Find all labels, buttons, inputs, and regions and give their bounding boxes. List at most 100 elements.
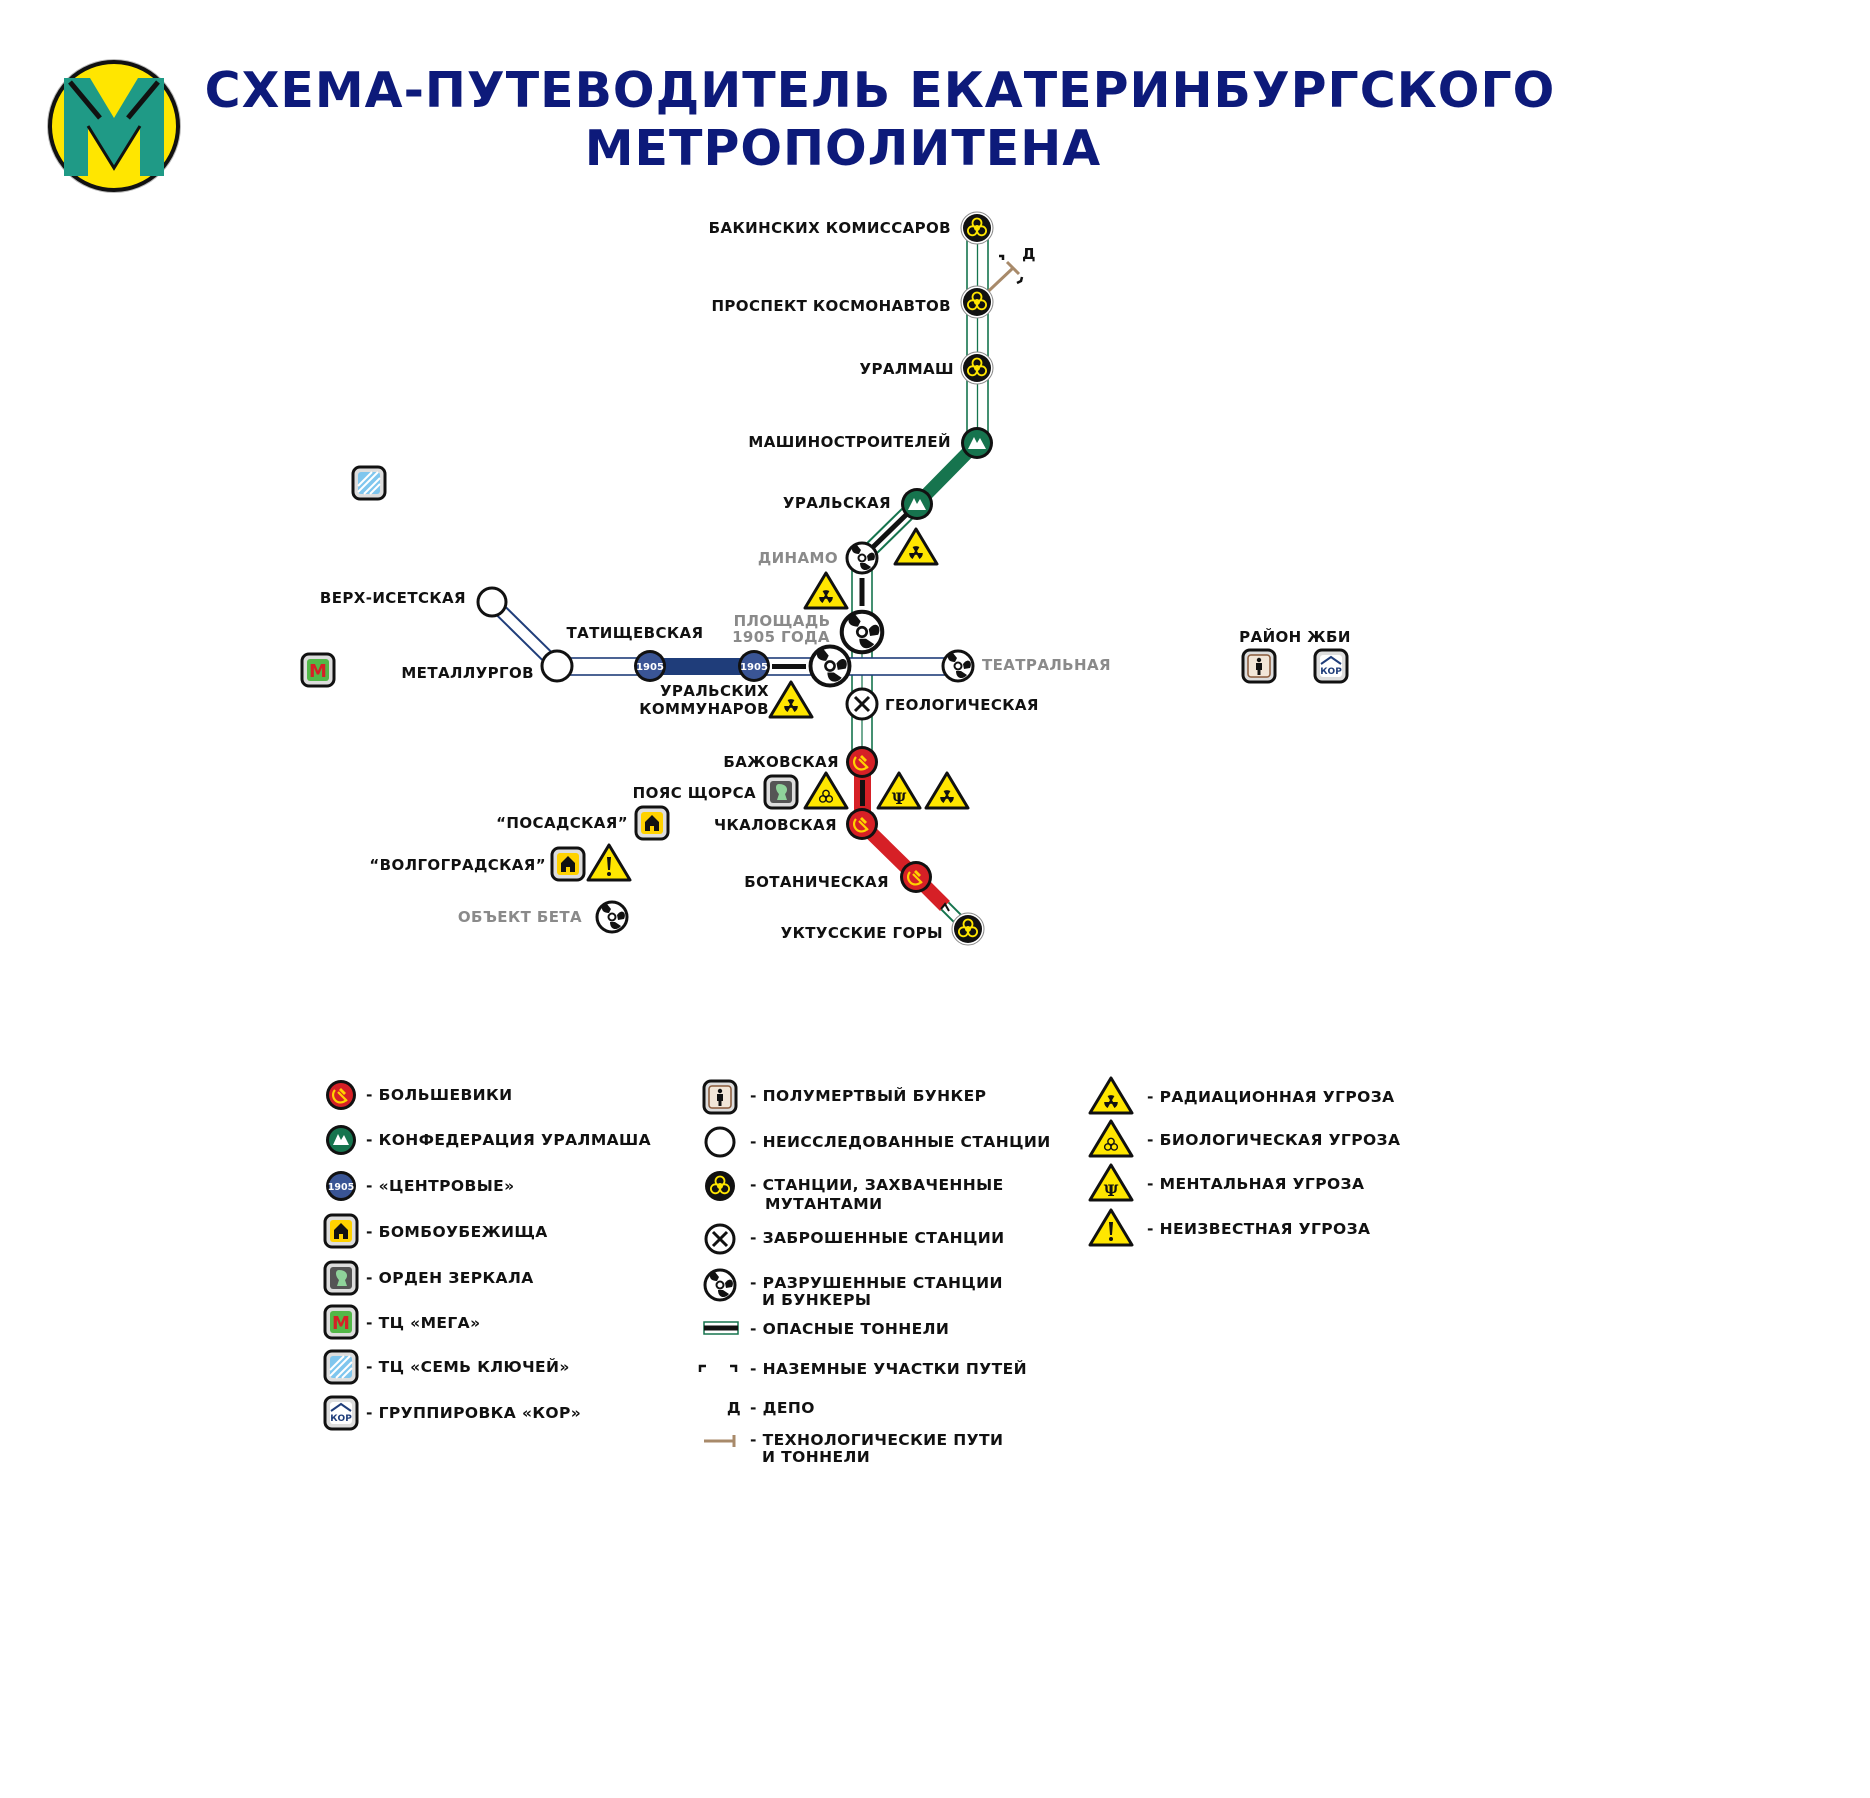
label-uralskih-line-1: УРАЛЬСКИХ <box>660 682 769 700</box>
legend-unknown: - НЕИЗВЕСТНАЯ УГРОЗА <box>1147 1220 1370 1238</box>
radiation-hazard-icon <box>803 571 849 610</box>
svg-text:M: M <box>332 1313 350 1334</box>
legend-radiation: - РАДИАЦИОННАЯ УГРОЗА <box>1147 1088 1395 1106</box>
legend-mirror-order-icon <box>323 1260 359 1296</box>
station-dinamo-ruin-icon[interactable] <box>845 541 879 575</box>
label-uralmash: УРАЛМАШ <box>860 360 955 378</box>
legend-bunker-icon <box>702 1079 738 1115</box>
svg-text:M: M <box>309 661 327 682</box>
station-ploshad-ruin-icon[interactable] <box>842 612 883 653</box>
label-ploshad-line-2: 1905 ГОДА <box>732 628 830 646</box>
legend-mega: - ТЦ «МЕГА» <box>366 1314 481 1332</box>
label-posadskaya: “ПОСАДСКАЯ” <box>496 814 628 832</box>
psi-hazard-icon: Ψ <box>876 771 922 810</box>
station-bazhovskaya-hammer-sickle-icon[interactable] <box>846 746 878 778</box>
legend-seven-keys-icon <box>323 1349 359 1385</box>
station-chkalovskaya-hammer-sickle-icon[interactable] <box>846 808 878 840</box>
label-tatishevskaya: ТАТИЩЕВСКАЯ <box>566 624 703 642</box>
label-geologicheskaya: ГЕОЛОГИЧЕСКАЯ <box>885 696 1039 714</box>
legend-dangerous: - ОПАСНЫЕ ТОННЕЛИ <box>750 1320 949 1338</box>
object-beta-ruin-icon[interactable] <box>595 900 629 934</box>
station-uralmash-biohazard-icon[interactable] <box>960 351 994 385</box>
posadskaya-house-icon[interactable] <box>634 805 670 841</box>
legend-hammer-sickle-icon <box>326 1080 356 1110</box>
label-uktusskie: УКТУССКИЕ ГОРЫ <box>781 924 943 942</box>
legend-bunker: - ПОЛУМЕРТВЫЙ БУНКЕР <box>750 1086 986 1105</box>
label-kosmonavtov: ПРОСПЕКТ КОСМОНАВТОВ <box>711 297 951 315</box>
legend-unexplored-circle <box>704 1126 736 1158</box>
station-ploshad-transfer-ruin-icon[interactable] <box>808 644 852 688</box>
legend-ruin-icon <box>703 1268 737 1302</box>
station-uktusskie-biohazard-icon[interactable] <box>951 912 985 946</box>
station-botanicheskaya-hammer-sickle-icon[interactable] <box>900 861 932 893</box>
legend-mutants-line-2: МУТАНТАМИ <box>765 1195 882 1213</box>
exclamation-hazard-icon <box>586 843 632 882</box>
radiation-hazard-icon <box>893 527 939 566</box>
metro-logo-icon <box>47 59 181 193</box>
svg-text:1905: 1905 <box>740 662 768 673</box>
legend-psi-hazard-icon: Ψ <box>1088 1163 1134 1202</box>
seven-keys-icon[interactable] <box>351 465 387 501</box>
legend-radiation-hazard-icon <box>1088 1076 1134 1115</box>
legend-uralmash: - КОНФЕДЕРАЦИЯ УРАЛМАША <box>366 1131 651 1149</box>
radiation-hazard-icon <box>924 771 970 810</box>
label-uralskih-line-2: КОММУНАРОВ <box>639 700 769 718</box>
legend-biohazard-icon <box>1088 1119 1134 1158</box>
station-uralskaya-mountain-icon[interactable] <box>901 488 933 520</box>
station-bakinskih-biohazard-icon[interactable] <box>960 211 994 245</box>
station-tatishevskaya-1905-icon[interactable]: 1905 <box>634 650 666 682</box>
label-poyas: ПОЯС ЩОРСА <box>633 784 756 802</box>
legend-dangerous-tunnel-icon <box>703 1321 739 1335</box>
station-metallurgov-circle[interactable] <box>540 649 574 683</box>
radiation-hazard-icon <box>768 680 814 719</box>
legend-tech-line-1: - ТЕХНОЛОГИЧЕСКИЕ ПУТИ <box>750 1431 1003 1449</box>
kor-icon[interactable]: КОР <box>1313 648 1349 684</box>
page-title-line-1: СХЕМА-ПУТЕВОДИТЕЛЬ ЕКАТЕРИНБУРГСКОГО <box>205 62 1556 119</box>
station-teatralnaya-ruin-icon[interactable] <box>941 649 975 683</box>
legend-kor: - ГРУППИРОВКА «КОР» <box>366 1404 581 1422</box>
biohazard-icon <box>803 771 849 810</box>
legend-bolsheviks: - БОЛЬШЕВИКИ <box>366 1086 512 1104</box>
label-ploshad-line-1: ПЛОЩАДЬ <box>734 612 831 630</box>
station-verh-isetskaya-circle[interactable] <box>476 586 508 618</box>
legend-mutants-line-1: - СТАНЦИИ, ЗАХВАЧЕННЫЕ <box>750 1176 1004 1194</box>
label-chkalovskaya: ЧКАЛОВСКАЯ <box>714 816 837 834</box>
legend-bio: - БИОЛОГИЧЕСКАЯ УГРОЗА <box>1147 1131 1400 1149</box>
legend-mega-icon: M <box>323 1304 359 1340</box>
bunker-icon[interactable] <box>1241 648 1277 684</box>
legend-surface: - НАЗЕМНЫЕ УЧАСТКИ ПУТЕЙ <box>750 1359 1027 1378</box>
station-uralskih-1905-icon[interactable]: 1905 <box>738 650 770 682</box>
legend-mountain-icon <box>326 1125 356 1155</box>
label-volgogradskaya: “ВОЛГОГРАДСКАЯ” <box>369 856 546 874</box>
legend-surface-track-icon <box>698 1364 738 1372</box>
legend-shelters: - БОМБОУБЕЖИЩА <box>366 1223 548 1241</box>
legend-abandoned: - ЗАБРОШЕННЫЕ СТАНЦИИ <box>750 1229 1005 1247</box>
volgogradskaya-house-icon[interactable] <box>550 846 586 882</box>
legend-centrovye: - «ЦЕНТРОВЫЕ» <box>366 1177 515 1195</box>
label-dinamo: ДИНАМО <box>758 549 838 567</box>
legend-tech-track-icon <box>704 1435 736 1447</box>
legend-column-3: - РАДИАЦИОННАЯ УГРОЗА - БИОЛОГИЧЕСКАЯ УГ… <box>1088 1076 1400 1247</box>
label-uralskaya: УРАЛЬСКАЯ <box>783 494 891 512</box>
label-botanicheskaya: БОТАНИЧЕСКАЯ <box>744 873 889 891</box>
svg-text:1905: 1905 <box>328 1182 354 1193</box>
legend-kor-icon: КОР <box>323 1395 359 1431</box>
legend-seven-keys: - ТЦ «СЕМЬ КЛЮЧЕЙ» <box>366 1357 570 1376</box>
legend-mirror-order: - ОРДЕН ЗЕРКАЛА <box>366 1269 534 1287</box>
legend-exclamation-hazard-icon <box>1088 1208 1134 1247</box>
station-kosmonavtov-biohazard-icon[interactable] <box>960 285 994 319</box>
svg-text:Ψ: Ψ <box>1104 1181 1119 1200</box>
station-geologicheskaya-abandoned-icon[interactable] <box>845 687 879 721</box>
label-bakinskih: БАКИНСКИХ КОМИССАРОВ <box>709 219 951 237</box>
depot-label: Д <box>1022 245 1036 263</box>
label-bazhovskaya: БАЖОВСКАЯ <box>723 753 839 771</box>
legend-column-2: - ПОЛУМЕРТВЫЙ БУНКЕР - НЕИССЛЕДОВАННЫЕ С… <box>698 1079 1051 1466</box>
mega-icon[interactable]: M <box>300 652 336 688</box>
svg-text:КОР: КОР <box>330 1414 352 1424</box>
mirror-order-icon[interactable] <box>763 774 799 810</box>
legend-unexplored: - НЕИССЛЕДОВАННЫЕ СТАНЦИИ <box>750 1133 1051 1151</box>
legend-depot: - ДЕПО <box>750 1399 815 1417</box>
station-mashinostroitelei-mountain-icon[interactable] <box>961 427 993 459</box>
legend-mental: - МЕНТАЛЬНАЯ УГРОЗА <box>1147 1175 1364 1193</box>
metro-map: СХЕМА-ПУТЕВОДИТЕЛЬ ЕКАТЕРИНБУРГСКОГО МЕТ… <box>47 59 1556 1466</box>
